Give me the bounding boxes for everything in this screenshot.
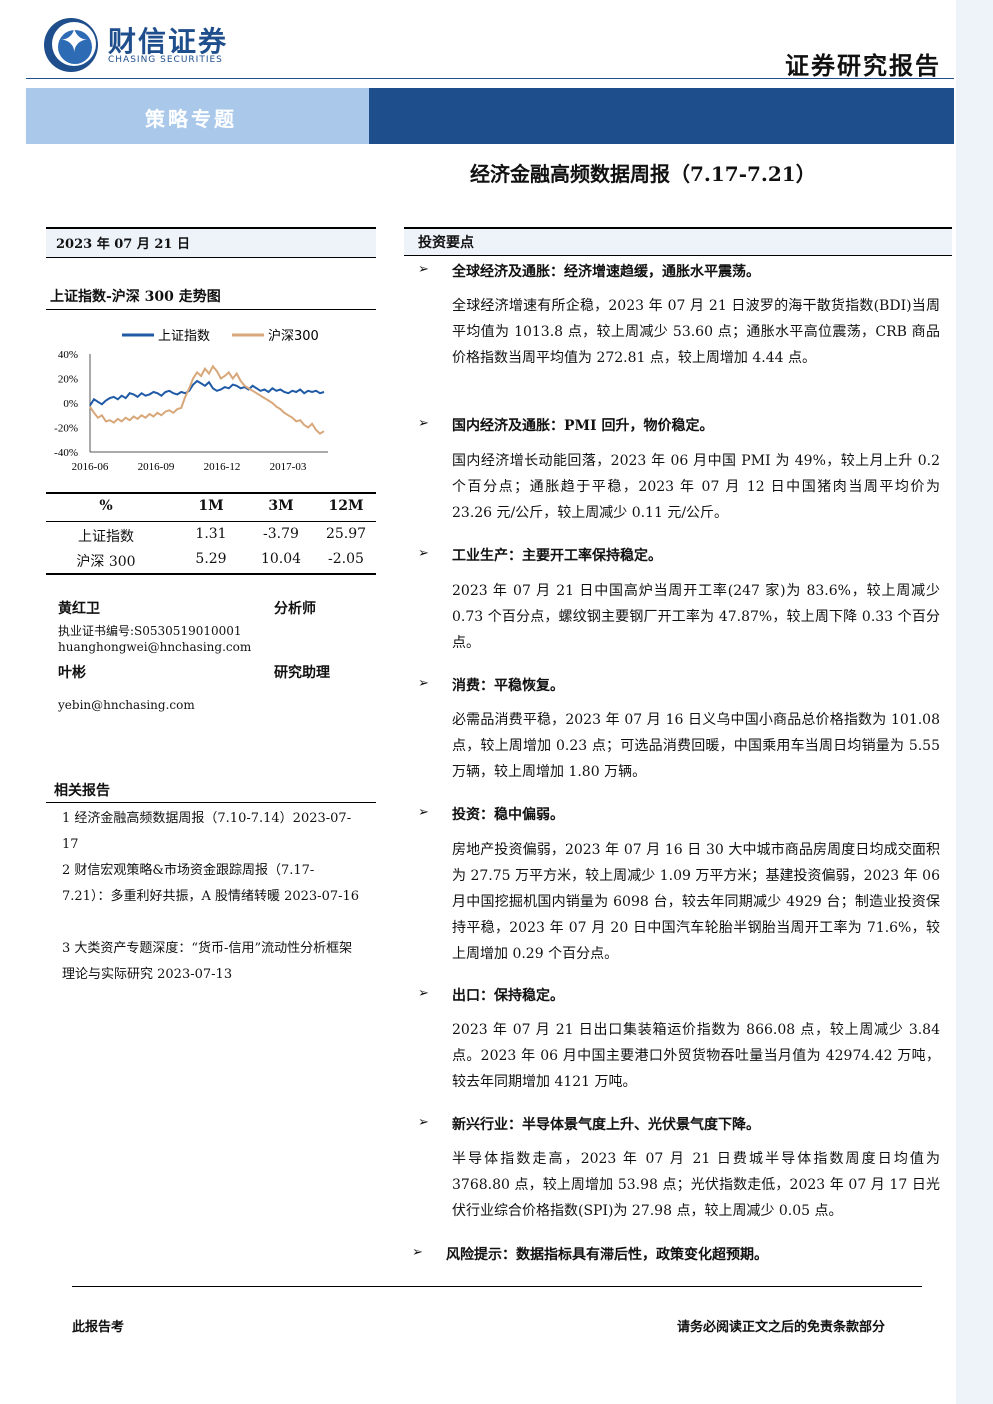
header-divider — [26, 78, 954, 79]
section-body: 必需品消费平稳，2023 年 07 月 16 日义乌中国小商品总价格指数为 10… — [452, 712, 940, 780]
report-date: 2023 年 07 月 21 日 — [56, 237, 190, 252]
date-box — [46, 227, 376, 258]
series-line — [89, 364, 325, 435]
table-header-cell: 3M — [268, 498, 294, 514]
section-body: 2023 年 07 月 21 日出口集装箱运价指数为 866.08 点，较上周减… — [452, 1022, 940, 1090]
company-name-cn: 财信证券 — [108, 25, 229, 58]
section-heading: 出口：保持稳定。 — [452, 988, 564, 1004]
table-row: 沪深 300 5.29 10.04 -2.05 — [46, 551, 376, 577]
table-cell: 10.04 — [260, 551, 302, 567]
bullet-arrow-icon: ➢ — [418, 986, 429, 1001]
page-side-strip — [956, 0, 993, 1404]
bullet-arrow-icon: ➢ — [418, 805, 429, 820]
banner-category: 策略专题 — [145, 107, 237, 131]
table-cell: 25.97 — [325, 526, 367, 542]
bullet-arrow-icon: ➢ — [412, 1245, 423, 1260]
risk-warning: 风险提示：数据指标具有滞后性，政策变化超预期。 — [446, 1247, 768, 1263]
footer-disclaimer: 请务必阅读正文之后的免责条款部分 — [677, 1320, 886, 1335]
table-cell: -3.79 — [263, 526, 299, 542]
x-tick-label: 2016-06 — [72, 461, 109, 473]
related-report-item[interactable]: 3 大类资产专题深度：“货币-信用”流动性分析框架理论与实际研究 2023-07… — [62, 941, 353, 982]
y-tick-label: 0% — [63, 398, 78, 410]
x-tick-label: 2016-09 — [138, 461, 175, 473]
section-body: 半导体指数走高，2023 年 07 月 21 日费城半导体指数周度日均值为 37… — [452, 1151, 940, 1219]
x-tick-label: 2016-12 — [204, 461, 241, 473]
y-tick-label: 40% — [58, 349, 78, 361]
analyst-email[interactable]: huanghongwei@hnchasing.com — [58, 640, 252, 654]
table-header-row: % 1M 3M 12M — [46, 498, 376, 524]
section-heading: 新兴行业：半导体景气度上升、光伏景气度下降。 — [452, 1117, 760, 1133]
bullet-arrow-icon: ➢ — [418, 416, 429, 431]
y-tick-label: 20% — [58, 374, 78, 386]
key-points-box — [404, 227, 952, 256]
section-heading: 工业生产：主要开工率保持稳定。 — [452, 548, 662, 564]
chart-title: 上证指数-沪深 300 走势图 — [50, 289, 221, 305]
section-body: 2023 年 07 月 21 日中国高炉当周开工率(247 家)为 83.6%，… — [452, 583, 940, 651]
table-cell: 5.29 — [195, 551, 227, 567]
table-cell: 1.31 — [195, 526, 227, 542]
report-type: 证券研究报告 — [785, 51, 941, 80]
y-tick-label: -40% — [54, 447, 78, 459]
related-report-item[interactable]: 1 经济金融高频数据周报（7.10-7.14）2023-07-17 — [62, 811, 352, 852]
footer-left-text: 此报告考 — [72, 1320, 125, 1335]
related-reports-rule — [46, 802, 376, 803]
assistant-role: 研究助理 — [274, 665, 330, 681]
section-heading: 消费：平稳恢复。 — [452, 678, 564, 694]
bullet-arrow-icon: ➢ — [418, 676, 429, 691]
table-header-rule — [46, 521, 376, 522]
related-report-item[interactable]: 2 财信宏观策略&市场资金跟踪周报（7.17-7.21）：多重利好共振，A 股情… — [62, 863, 360, 904]
chart-title-rule — [46, 309, 376, 310]
section-body: 房地产投资偏弱，2023 年 07 月 16 日 30 大中城市商品房周度日均成… — [452, 842, 940, 962]
document-title: 经济金融高频数据周报（7.17-7.21） — [470, 162, 816, 186]
assistant-name: 叶彬 — [58, 665, 86, 681]
banner-left — [26, 88, 369, 144]
section-heading: 全球经济及通胀：经济增速趋缓，通胀水平震荡。 — [452, 264, 760, 280]
section-heading: 国内经济及通胀：PMI 回升，物价稳定。 — [452, 418, 714, 434]
index-trend-chart: 40% 20% 0% -20% -40% 2016-06 2016-09 2016-12 201… — [54, 328, 328, 473]
analyst-role: 分析师 — [274, 601, 316, 617]
table-row: 上证指数 1.31 -3.79 25.97 — [46, 526, 376, 552]
assistant-email[interactable]: yebin@hnchasing.com — [58, 698, 195, 712]
bullet-arrow-icon: ➢ — [418, 546, 429, 561]
logo-core — [58, 30, 92, 64]
section-heading: 投资：稳中偏弱。 — [452, 807, 564, 823]
footer-rule — [72, 1286, 922, 1287]
legend-label: 上证指数 — [158, 329, 210, 344]
table-cell: 上证指数 — [78, 529, 134, 545]
section-body: 全球经济增速有所企稳，2023 年 07 月 21 日波罗的海干散货指数(BDI… — [452, 298, 940, 366]
table-cell: 沪深 300 — [76, 554, 136, 570]
table-header-cell: 12M — [328, 498, 364, 514]
banner-right — [369, 88, 954, 144]
legend-label: 沪深300 — [268, 328, 319, 344]
section-body: 国内经济增长动能回落，2023 年 06 月中国 PMI 为 49%，较上月上升… — [452, 453, 940, 521]
logo-star-icon: ✦ — [60, 21, 89, 61]
series-line — [89, 379, 325, 407]
table-header-cell: 1M — [198, 498, 224, 514]
y-tick-label: -20% — [54, 423, 78, 435]
analyst-license: 执业证书编号:S0530519010001 — [58, 624, 242, 638]
table-bottom-rule — [46, 573, 376, 575]
table-cell: -2.05 — [328, 551, 364, 567]
bullet-arrow-icon: ➢ — [418, 262, 429, 277]
table-header-cell: % — [99, 498, 113, 514]
related-reports-title: 相关报告 — [54, 783, 110, 799]
bullet-arrow-icon: ➢ — [418, 1115, 429, 1130]
table-top-rule — [46, 492, 376, 494]
key-points-title: 投资要点 — [418, 235, 474, 251]
x-tick-label: 2017-03 — [270, 461, 307, 473]
company-name-en: CHASING SECURITIES — [108, 55, 223, 65]
analyst-name: 黄红卫 — [58, 601, 100, 617]
